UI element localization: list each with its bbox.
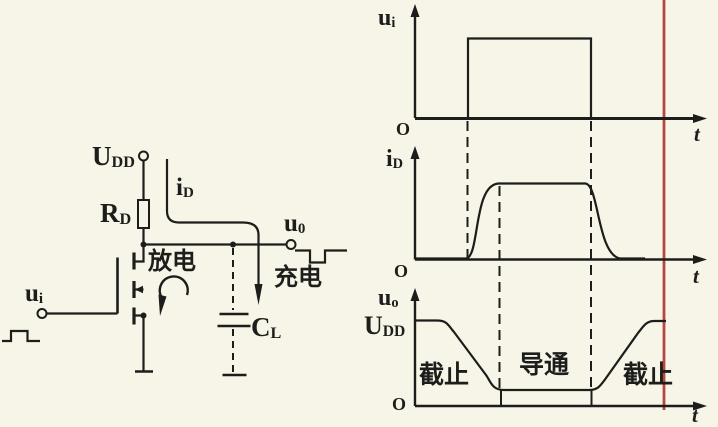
charge-label: 充电 xyxy=(274,264,322,291)
drain-current-label: iD xyxy=(176,174,194,202)
input-pulse-waveform-icon xyxy=(2,329,40,343)
plot1-time-label: t xyxy=(694,122,700,146)
discharge-arrowhead-icon xyxy=(158,294,167,316)
source-node-dot xyxy=(140,312,147,319)
plot-drain-current xyxy=(410,146,707,264)
supply-terminal xyxy=(138,150,149,162)
input-voltage-label: ui xyxy=(25,280,44,308)
mosfet-body-arrow-icon xyxy=(135,285,143,294)
plot3-axis-label: uo xyxy=(378,285,399,312)
plot3-time-label: t xyxy=(692,403,698,427)
region-conducting-label: 导通 xyxy=(519,351,570,379)
t-axis-arrow-icon xyxy=(693,255,707,264)
plot2-time-label: t xyxy=(693,264,699,288)
capacitor-node-dot xyxy=(230,241,236,248)
mosfet-drain-lead xyxy=(134,244,145,263)
t-axis-arrow-icon xyxy=(693,401,707,411)
plot-output-voltage xyxy=(410,288,707,411)
waveform-plots xyxy=(410,4,707,411)
drain-current-arrowhead-icon xyxy=(254,284,263,305)
output-voltage-label: u0 xyxy=(284,210,306,238)
y-axis-arrow-icon xyxy=(410,146,420,159)
drain-current-arrow-path xyxy=(165,159,260,286)
plot2-origin-label: O xyxy=(394,261,409,281)
supply-voltage-label: UDD xyxy=(92,141,135,172)
y-axis-arrow-icon xyxy=(410,288,420,301)
plot2-axis-label: iD xyxy=(386,146,404,173)
plot1-axis-label: ui xyxy=(378,5,396,32)
region-cutoff-left-label: 截止 xyxy=(419,361,470,389)
input-terminal xyxy=(36,308,48,319)
output-voltage-trace xyxy=(415,319,666,392)
y-axis-arrow-icon xyxy=(410,4,420,17)
plot1-origin-label: O xyxy=(396,119,411,139)
t-axis-arrow-icon xyxy=(693,114,707,123)
input-pulse-trace xyxy=(466,37,593,118)
drain-current-trace xyxy=(415,182,645,260)
output-pulse-waveform-icon xyxy=(295,249,347,264)
resistor-label: RD xyxy=(100,198,132,229)
region-cutoff-right-label: 截止 xyxy=(623,361,674,389)
discharge-label: 放电 xyxy=(148,248,196,275)
circuit-diagram xyxy=(2,150,347,377)
discharge-arrow-path xyxy=(158,275,189,299)
plot-input-voltage xyxy=(410,4,707,123)
capacitor-label: CL xyxy=(251,312,282,343)
plot3-supply-level-label: UDD xyxy=(364,311,406,341)
output-terminal xyxy=(285,239,297,250)
guide-ticks-bottom xyxy=(500,390,593,405)
plot3-origin-label: O xyxy=(392,394,407,414)
resistor-body xyxy=(137,199,150,229)
